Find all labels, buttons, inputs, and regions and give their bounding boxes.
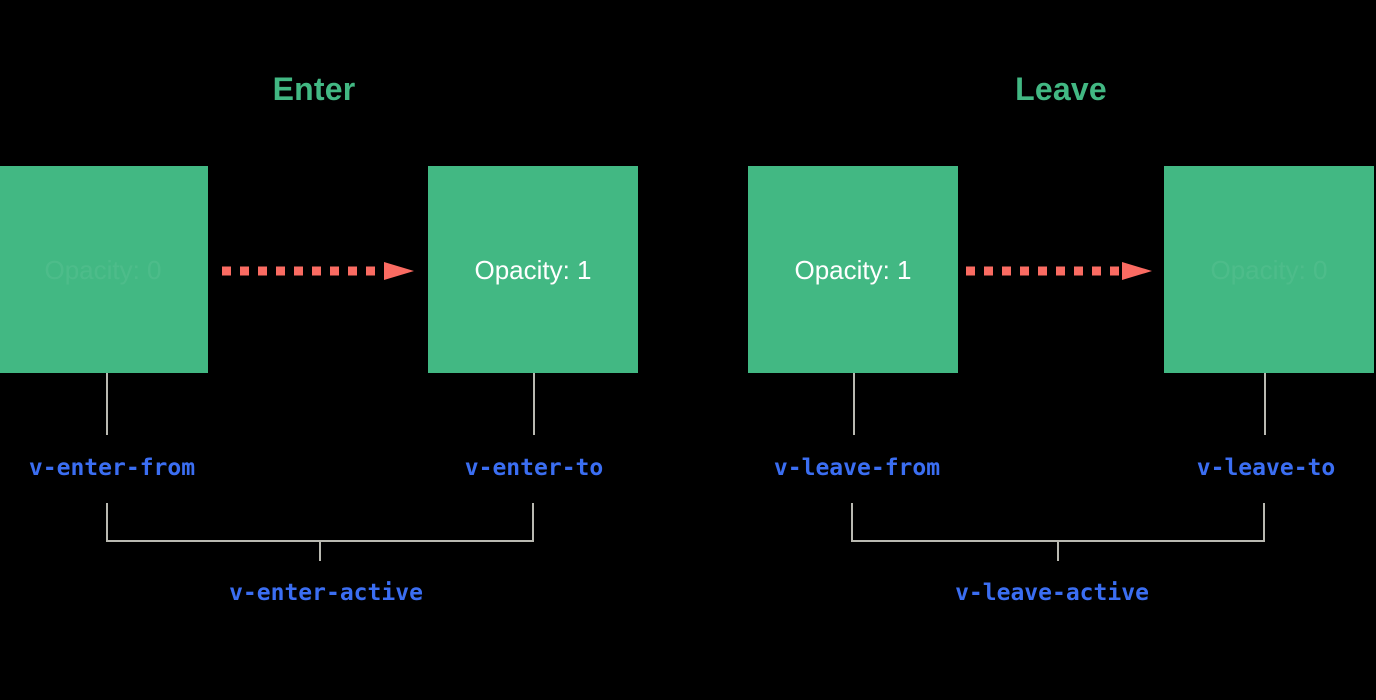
class-label-v-enter-active: v-enter-active <box>229 580 423 606</box>
class-label-v-leave-from: v-leave-from <box>773 455 941 481</box>
box-leave-to: Opacity: 0 <box>1164 166 1374 373</box>
box-leave-from: Opacity: 1 <box>748 166 958 373</box>
box-enter-from: Opacity: 0 <box>0 166 208 373</box>
bracket-leave-active <box>851 503 1265 561</box>
section-title-enter: Enter <box>272 71 356 107</box>
class-label-v-leave-active: v-leave-active <box>955 580 1149 606</box>
stem-enter-from <box>106 373 108 435</box>
stem-leave-from <box>853 373 855 435</box>
box-enter-from-label: Opacity: 0 <box>44 254 162 285</box>
leave-transition-arrow-icon <box>966 262 1154 280</box>
box-enter-to-label: Opacity: 1 <box>474 254 592 285</box>
class-label-v-enter-from: v-enter-from <box>28 455 196 481</box>
class-label-v-leave-to: v-leave-to <box>1196 455 1336 481</box>
class-label-v-enter-to: v-enter-to <box>464 455 604 481</box>
stem-leave-to <box>1264 373 1266 435</box>
box-leave-from-label: Opacity: 1 <box>794 254 912 285</box>
bracket-enter-active <box>106 503 534 561</box>
section-title-leave: Leave <box>1015 71 1107 107</box>
box-enter-to: Opacity: 1 <box>428 166 638 373</box>
stem-enter-to <box>533 373 535 435</box>
box-leave-to-label: Opacity: 0 <box>1210 254 1328 285</box>
enter-transition-arrow-icon <box>222 262 416 280</box>
